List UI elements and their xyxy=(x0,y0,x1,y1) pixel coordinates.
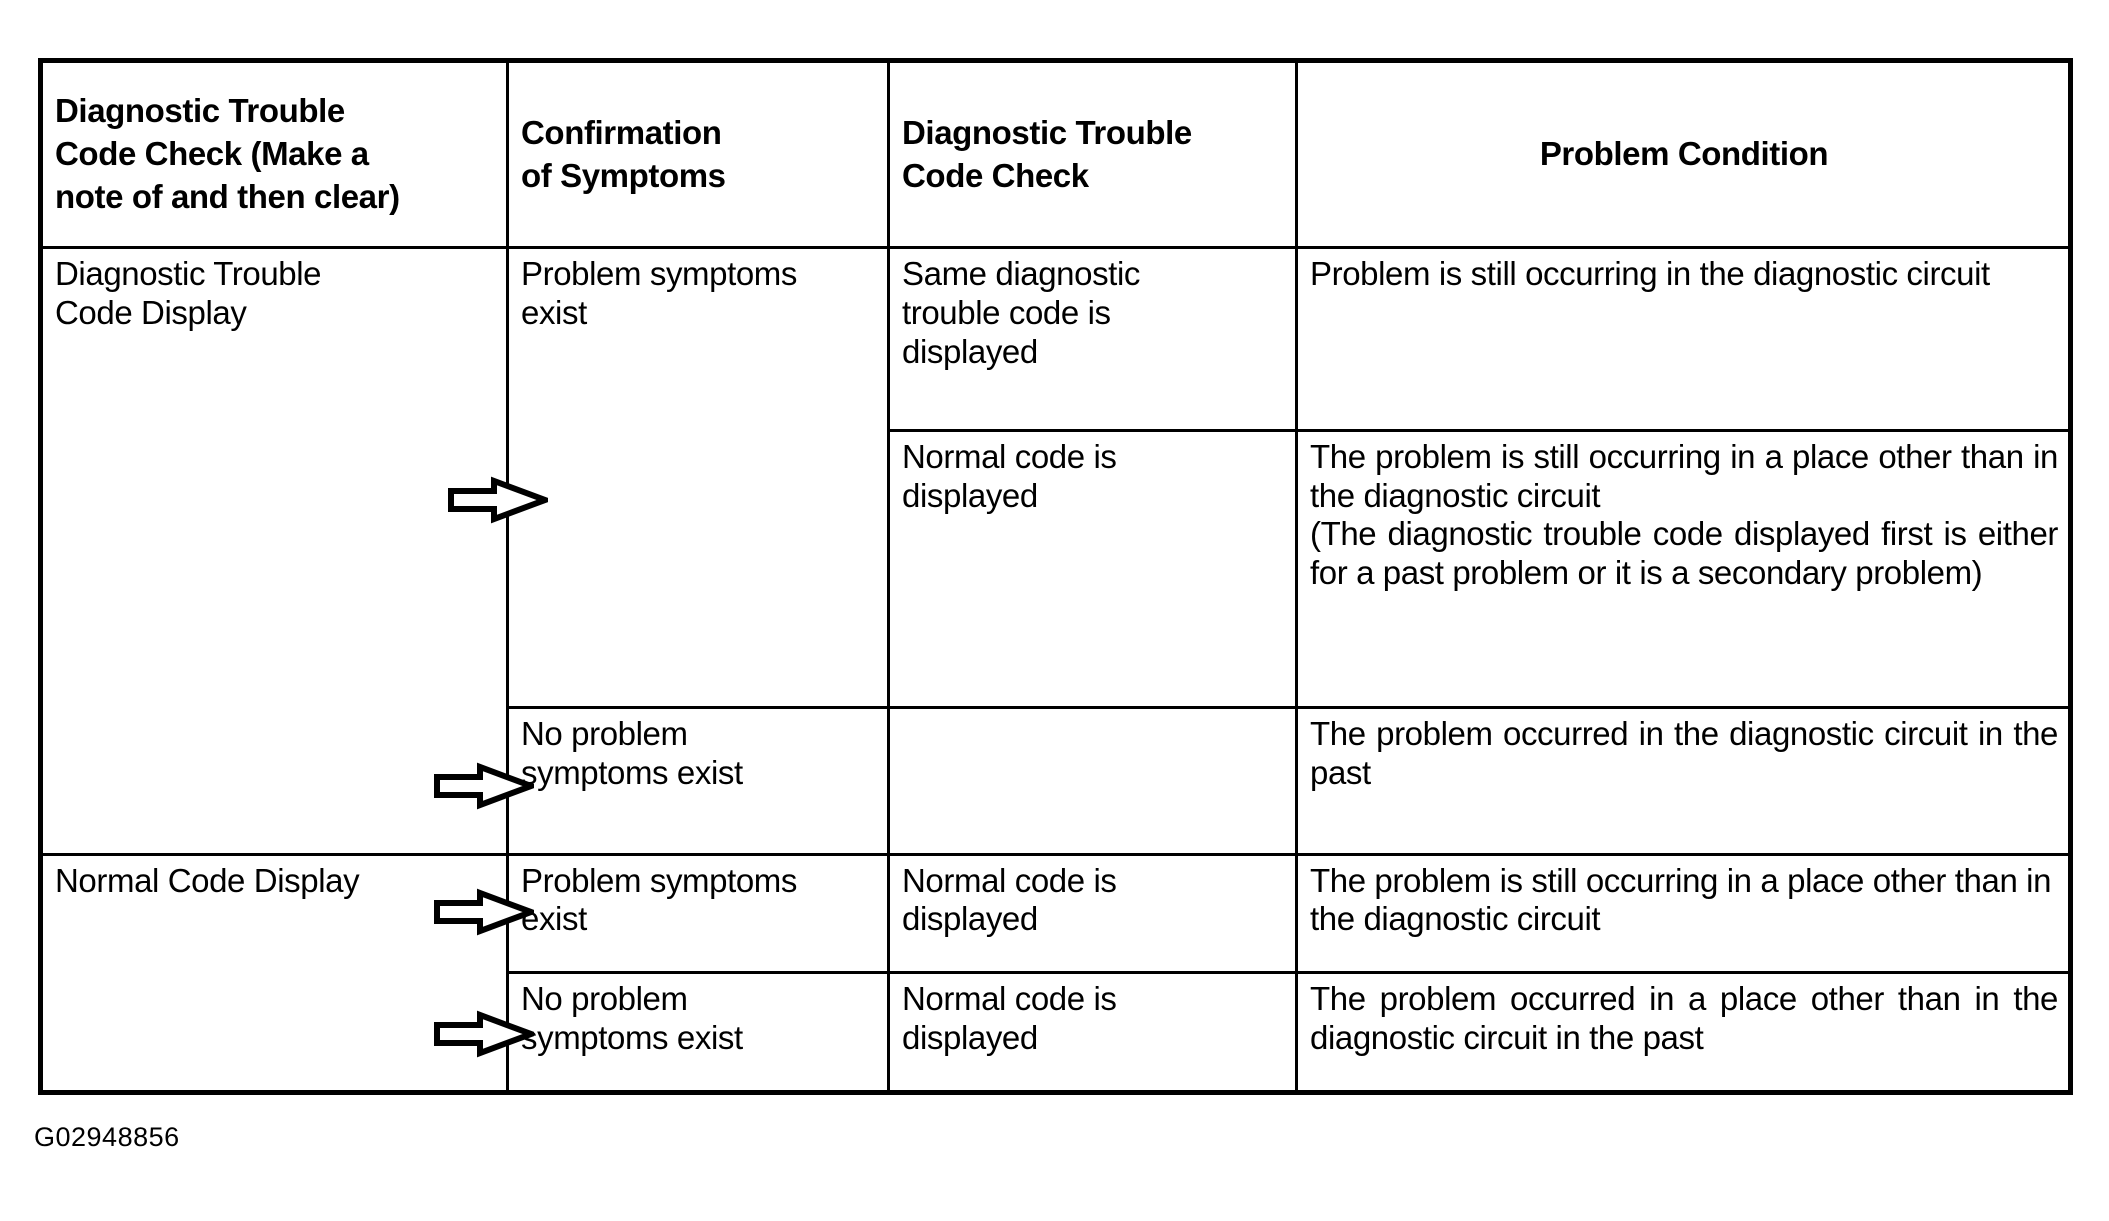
table-header-row: Diagnostic Trouble Code Check (Make a no… xyxy=(39,59,2072,249)
column-header-dtc-check-initial: Diagnostic Trouble Code Check (Make a no… xyxy=(39,59,509,249)
column-header-dtc-check-initial-label: Diagnostic Trouble Code Check (Make a no… xyxy=(55,92,400,215)
table-row: Normal code is displayed The problem is … xyxy=(41,428,2072,709)
table-row: No problem symptoms exist Normal code is… xyxy=(41,971,2072,1094)
figure-caption-id: G02948856 xyxy=(34,1122,180,1152)
column-header-problem-condition-label: Problem Condition xyxy=(1539,135,1829,173)
cell-no-problem-symptoms-exist-1-text: No problem symptoms exist xyxy=(521,714,743,791)
cell-no-problem-symptoms-exist-1: No problem symptoms exist xyxy=(506,705,890,856)
column-header-problem-condition: Problem Condition xyxy=(1295,59,2072,249)
table-body: Diagnostic Trouble Code Display Problem … xyxy=(39,246,2072,1095)
cell-normal-code-displayed-2: Normal code is displayed xyxy=(887,428,1298,709)
cell-problem-condition-1: Problem is still occurring in the diagno… xyxy=(1295,246,2072,432)
cell-problem-condition-5-text: The problem occurred in a place other th… xyxy=(1310,980,2058,1057)
table-row: No problem symptoms exist The problem oc… xyxy=(41,705,2072,856)
cell-problem-symptoms-exist-2-text: Problem symptoms exist xyxy=(521,861,798,938)
column-header-dtc-check: Diagnostic Trouble Code Check xyxy=(887,59,1298,249)
column-header-dtc-check-label: Diagnostic Trouble Code Check xyxy=(902,113,1192,194)
cell-same-dtc-displayed-text: Same diagnostic trouble code is displaye… xyxy=(902,255,1140,370)
cell-normal-code-displayed-4-text: Normal code is displayed xyxy=(902,861,1117,938)
cell-no-problem-symptoms-exist-2: No problem symptoms exist xyxy=(506,971,890,1094)
cell-same-dtc-displayed: Same diagnostic trouble code is displaye… xyxy=(887,246,1298,432)
cell-problem-condition-4-text: The problem is still occurring in a plac… xyxy=(1310,861,2052,938)
diagnostic-trouble-code-table: Diagnostic Trouble Code Check (Make a no… xyxy=(38,58,2073,1095)
cell-problem-condition-1-text: Problem is still occurring in the diagno… xyxy=(1310,255,1990,292)
cell-problem-condition-2: The problem is still occurring in a plac… xyxy=(1295,428,2072,709)
cell-normal-code-displayed-5: Normal code is displayed xyxy=(887,971,1298,1094)
cell-dtc-check-empty xyxy=(887,705,1298,856)
cell-no-problem-symptoms-exist-2-text: No problem symptoms exist xyxy=(521,980,743,1057)
table-row: Diagnostic Trouble Code Display Problem … xyxy=(39,246,2072,856)
column-header-confirmation-of-symptoms: Confirmation of Symptoms xyxy=(506,59,890,249)
cell-normal-code-displayed-4: Normal code is displayed xyxy=(887,852,1298,975)
cell-problem-symptoms-exist-1: Problem symptoms exist xyxy=(506,246,890,709)
cell-problem-condition-4: The problem is still occurring in a plac… xyxy=(1295,852,2072,975)
cell-normal-code-displayed-5-text: Normal code is displayed xyxy=(902,980,1117,1057)
cell-problem-symptoms-exist-2: Problem symptoms exist xyxy=(506,852,890,975)
cell-normal-code-displayed-2-text: Normal code is displayed xyxy=(902,437,1117,514)
column-header-confirmation-of-symptoms-label: Confirmation of Symptoms xyxy=(521,113,726,194)
cell-problem-condition-5: The problem occurred in a place other th… xyxy=(1295,971,2072,1094)
cell-normal-code-display-text: Normal Code Display xyxy=(55,861,360,899)
cell-dtc-display-text: Diagnostic Trouble Code Display xyxy=(55,255,322,331)
cell-problem-condition-2-text: The problem is still occurring in a plac… xyxy=(1310,437,2058,592)
table-row: Normal Code Display Problem symptoms exi… xyxy=(39,852,2072,1095)
cell-problem-condition-3-text: The problem occurred in the diagnostic c… xyxy=(1310,714,2058,791)
cell-normal-code-display: Normal Code Display xyxy=(39,852,509,1095)
cell-problem-condition-3: The problem occurred in the diagnostic c… xyxy=(1295,705,2072,856)
cell-problem-symptoms-exist-1-text: Problem symptoms exist xyxy=(521,255,798,331)
cell-dtc-display: Diagnostic Trouble Code Display xyxy=(39,246,509,856)
table-header: Diagnostic Trouble Code Check (Make a no… xyxy=(39,59,2072,249)
